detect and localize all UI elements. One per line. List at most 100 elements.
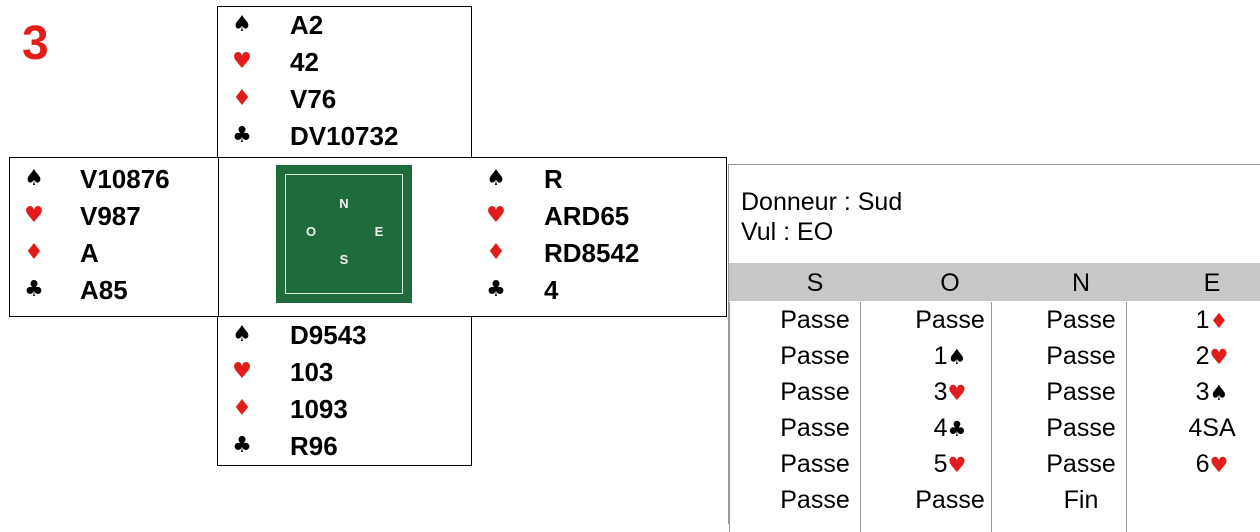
hand-rows: ♠A2 ♥ 42 ♦ V76 ♣ DV10732 bbox=[218, 7, 471, 155]
card-holding: RD8542 bbox=[544, 238, 640, 268]
spade-icon: ♠ bbox=[486, 166, 506, 191]
bid-text: Passe bbox=[1046, 450, 1116, 478]
bid-cell: Passe bbox=[750, 305, 880, 335]
bidding-header: S O N E bbox=[729, 263, 1260, 301]
card-table: N O E S bbox=[276, 165, 412, 303]
bid-row: Passe 4♣ Passe 4SA bbox=[729, 410, 1260, 446]
diamond-icon: ♦ bbox=[1209, 309, 1229, 333]
heart-icon: ♥ bbox=[232, 49, 252, 74]
header-east: E bbox=[1203, 269, 1221, 297]
bid-text: 4 bbox=[933, 414, 948, 442]
bid-cell: Passe bbox=[1016, 341, 1146, 371]
vulnerability-label: Vul : EO bbox=[741, 218, 834, 246]
table-seat-north: N bbox=[339, 196, 349, 211]
bid-text: 3 bbox=[933, 378, 948, 406]
column-separator bbox=[991, 302, 992, 532]
bid-cell: Passe bbox=[1016, 377, 1146, 407]
hand-rows: ♠D9543♥103♦1093♣R96 bbox=[218, 317, 471, 465]
heart-icon: ♥ bbox=[947, 453, 967, 477]
bid-cell: Passe bbox=[750, 341, 880, 371]
club-icon: ♣ bbox=[24, 277, 44, 302]
bid-text: Passe bbox=[1046, 342, 1116, 370]
table-seat-south: S bbox=[339, 252, 349, 267]
suit-row: ♦A bbox=[10, 235, 472, 272]
bid-cell: Passe bbox=[750, 413, 880, 443]
club-icon: ♣ bbox=[486, 277, 506, 302]
suit-row: ♥103 bbox=[218, 354, 471, 391]
club-icon: ♣ bbox=[947, 417, 967, 441]
bid-cell: Passe bbox=[750, 485, 880, 515]
column-separator bbox=[860, 302, 861, 532]
bid-text: Fin bbox=[1063, 486, 1099, 514]
spade-icon: ♠ bbox=[947, 345, 967, 369]
card-holding: R96 bbox=[290, 431, 338, 461]
bid-text: Passe bbox=[1046, 414, 1116, 442]
suit-row: ♦RD8542 bbox=[472, 235, 726, 272]
bid-text: Passe bbox=[915, 486, 985, 514]
deal-info: Donneur : Sud Vul : EO bbox=[741, 187, 902, 247]
card-holding: R bbox=[544, 164, 563, 194]
bid-cell: Passe bbox=[885, 305, 1015, 335]
bid-cell: 2♥ bbox=[1147, 341, 1260, 372]
table-border bbox=[285, 174, 403, 294]
suit-row: ♥ARD65 bbox=[472, 198, 726, 235]
suit-row: ♥V987 bbox=[10, 198, 472, 235]
spade-icon: ♠ bbox=[232, 322, 252, 347]
suit-row: ♣ R96 bbox=[218, 428, 471, 465]
bid-cell: Passe bbox=[1016, 413, 1146, 443]
divider bbox=[218, 158, 219, 316]
heart-icon: ♥ bbox=[1209, 453, 1229, 477]
club-icon: ♣ bbox=[232, 433, 252, 458]
hand-north: ♠A2 ♥ 42 ♦ V76 ♣ DV10732 bbox=[217, 6, 472, 158]
bid-cell: Passe bbox=[750, 377, 880, 407]
suit-row: ♦1093 bbox=[218, 391, 471, 428]
card-holding: V987 bbox=[80, 201, 141, 231]
bid-text: 2 bbox=[1195, 342, 1210, 370]
spade-icon: ♠ bbox=[1209, 381, 1229, 405]
bid-cell: 1♦ bbox=[1147, 305, 1260, 336]
bid-text: 1 bbox=[1195, 306, 1210, 334]
bid-text: 5 bbox=[933, 450, 948, 478]
card-holding: A bbox=[80, 238, 99, 268]
bid-cell: 5♥ bbox=[885, 449, 1015, 480]
hand-south: ♠D9543♥103♦1093♣R96 bbox=[217, 316, 472, 466]
suit-row: ♣ DV10732 bbox=[218, 118, 471, 155]
dealer-label: Donneur : Sud bbox=[741, 188, 903, 216]
bid-text: Passe bbox=[915, 306, 985, 334]
suit-row: ♠ V10876 bbox=[10, 161, 472, 198]
bid-text: Passe bbox=[780, 450, 850, 478]
heart-icon: ♥ bbox=[1209, 345, 1229, 369]
column-separator bbox=[729, 302, 730, 532]
card-holding: 42 bbox=[290, 47, 319, 77]
spade-icon: ♠ bbox=[24, 166, 44, 191]
card-holding: A85 bbox=[80, 275, 128, 305]
card-holding: V76 bbox=[290, 84, 337, 114]
card-holding: V10876 bbox=[80, 164, 170, 194]
bid-text: Passe bbox=[1046, 306, 1116, 334]
card-holding: DV10732 bbox=[290, 121, 399, 151]
card-holding: 4 bbox=[544, 275, 559, 305]
club-icon: ♣ bbox=[232, 123, 252, 148]
hand-rows: ♠ R ♥ARD65♦RD8542 ♣ 4 bbox=[472, 161, 726, 309]
header-north: N bbox=[1071, 269, 1091, 297]
bid-cell: Passe bbox=[885, 485, 1015, 515]
bid-cell: Passe bbox=[750, 449, 880, 479]
bid-cell: 4SA bbox=[1147, 413, 1260, 443]
suit-row: ♠A2 bbox=[218, 7, 471, 44]
card-holding: 103 bbox=[290, 357, 334, 387]
spade-icon: ♠ bbox=[232, 12, 252, 37]
column-separator bbox=[1126, 302, 1127, 532]
bid-row: Passe Passe Passe 1♦ bbox=[729, 302, 1260, 338]
card-holding: 1093 bbox=[290, 394, 348, 424]
bid-text: 6 bbox=[1195, 450, 1210, 478]
diamond-icon: ♦ bbox=[232, 86, 252, 111]
hand-east: ♠ R ♥ARD65♦RD8542 ♣ 4 bbox=[472, 157, 727, 317]
hand-rows: ♠V10876♥V987♦A♣A85 bbox=[10, 161, 472, 309]
bid-text: Passe bbox=[780, 486, 850, 514]
bid-text: Passe bbox=[780, 342, 850, 370]
bid-cell: Fin bbox=[1016, 485, 1146, 515]
diamond-icon: ♦ bbox=[24, 240, 44, 265]
card-holding: ARD65 bbox=[544, 201, 630, 231]
